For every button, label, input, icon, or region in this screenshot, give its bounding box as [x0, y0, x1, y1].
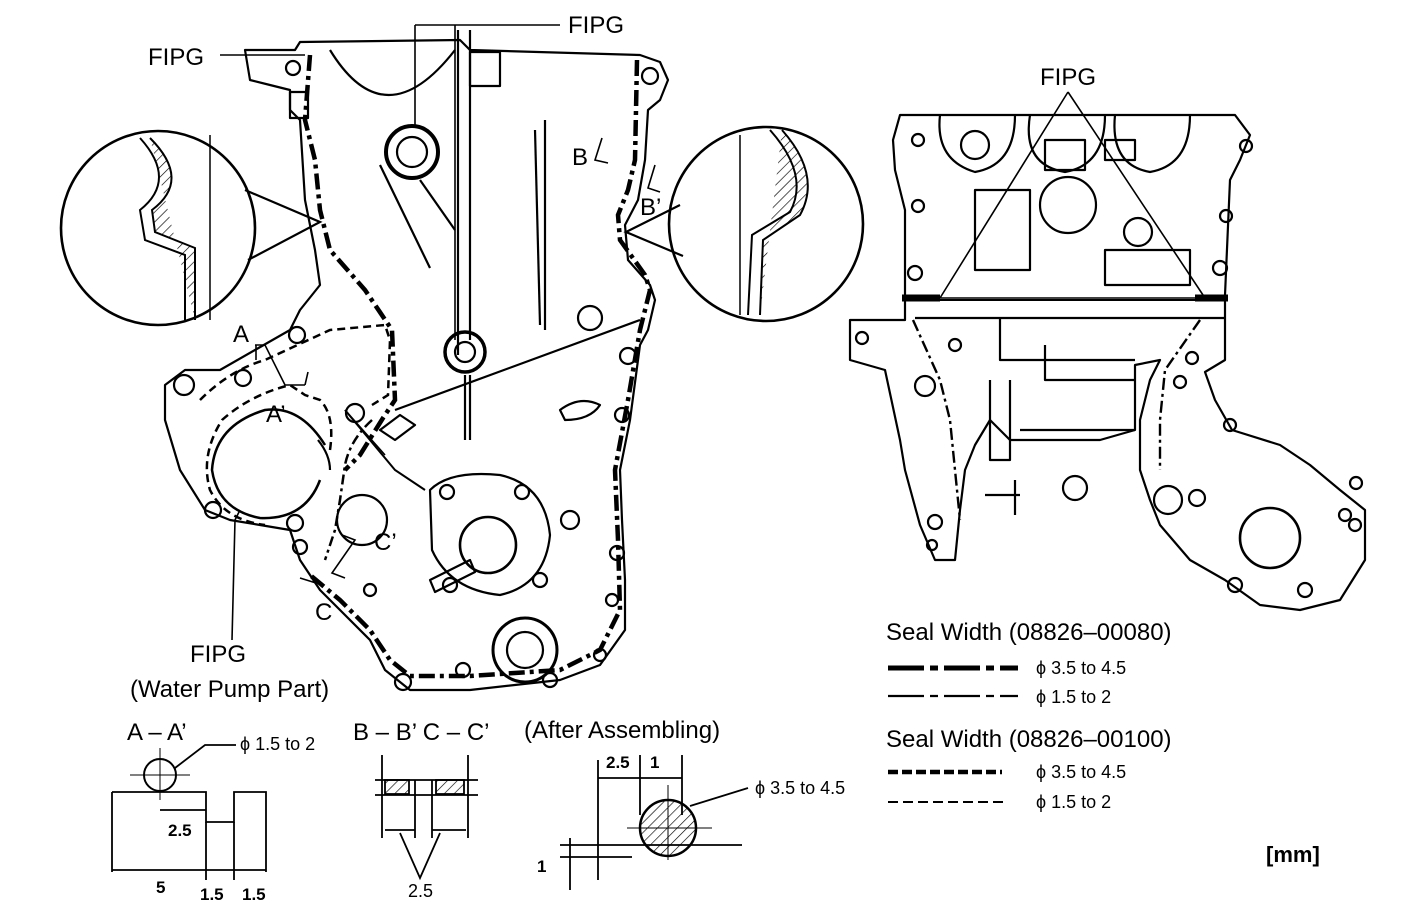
section-bb-cc-title: B – B’ C – C’ — [353, 719, 490, 746]
section-markers — [255, 137, 661, 584]
section-aa-drawing — [111, 744, 267, 880]
legend-1-thin-label: ϕ 1.5 to 2 — [1036, 687, 1111, 707]
legend-line-samples — [888, 665, 1018, 803]
fipg-seal-line-left — [199, 54, 653, 679]
legend-2-thick-label: ϕ 3.5 to 4.5 — [1036, 762, 1126, 782]
fipg-leaders — [220, 24, 1206, 641]
label-mark-c-prime: C’ — [374, 529, 397, 556]
after-diameter: ϕ 3.5 to 4.5 — [755, 778, 845, 798]
label-mark-b: B — [572, 144, 588, 171]
zoom-circle-left — [59, 129, 323, 327]
after-dim-1-side: 1 — [537, 857, 546, 876]
after-dim-1-top: 1 — [650, 753, 659, 772]
engine-block-view — [848, 113, 1367, 612]
label-fipg-top-left: FIPG — [148, 44, 204, 71]
legend-seal-width-2: Seal Width (08826–00100) — [886, 726, 1172, 753]
section-aa-dim-15a: 1.5 — [200, 885, 224, 904]
label-water-pump-part: (Water Pump Part) — [130, 676, 329, 703]
after-dim-25: 2.5 — [606, 753, 630, 772]
after-assembling-drawing — [560, 755, 749, 890]
legend-2-thin-label: ϕ 1.5 to 2 — [1036, 792, 1111, 812]
fipg-seal-line-right — [902, 294, 1228, 521]
label-fipg-right: FIPG — [1040, 64, 1096, 91]
section-aa-title: A – A’ — [127, 719, 187, 746]
section-aa-dim-15b: 1.5 — [242, 885, 266, 904]
after-assembling-title: (After Assembling) — [524, 717, 720, 744]
label-mark-a-prime: A’ — [266, 401, 286, 428]
section-bb-dim: 2.5 — [408, 881, 433, 901]
label-fipg-water-pump: FIPG — [190, 641, 246, 668]
section-bb-cc-drawing — [375, 755, 478, 881]
legend-seal-width-1: Seal Width (08826–00080) — [886, 619, 1172, 646]
timing-cover-front-view — [163, 30, 670, 692]
zoom-circle-right — [623, 125, 865, 323]
label-mark-c: C — [315, 599, 332, 626]
label-fipg-top-center: FIPG — [568, 12, 624, 39]
legend-unit: [mm] — [1266, 842, 1320, 867]
section-aa-diameter: ϕ 1.5 to 2 — [240, 734, 315, 754]
label-mark-b-prime: B’ — [640, 194, 661, 221]
section-aa-dim-5: 5 — [156, 878, 165, 897]
legend-1-thick-label: ϕ 3.5 to 4.5 — [1036, 658, 1126, 678]
section-aa-dim-25: 2.5 — [168, 821, 192, 840]
label-mark-a: A — [233, 321, 249, 348]
